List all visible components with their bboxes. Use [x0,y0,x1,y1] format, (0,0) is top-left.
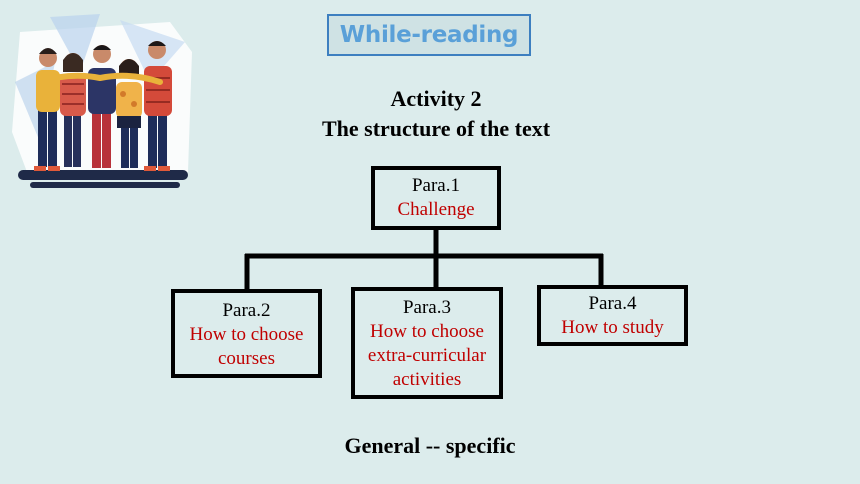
structure-summary: General -- specific [344,433,516,458]
node-para-3-topic-line: extra-curricular [367,345,487,366]
node-para-4-topic: How to study [561,316,664,338]
person-4 [116,59,142,168]
node-para-1-topic: Challenge [397,199,475,220]
node-para-3-label: Para.3 [402,297,451,318]
friends-group-illustration [12,14,192,188]
node-para-4-label: Para.4 [588,292,637,314]
node-para-3-topic-line: activities [392,369,462,390]
node-para-1-label: Para.1 [411,175,460,196]
person-2 [60,53,86,167]
activity-subtitle: The structure of the text [321,116,551,141]
node-para-2: Para.2 How to choose courses [171,289,322,378]
node-para-3-topic-line: How to choose [370,321,484,342]
node-para-4: Para.4 How to study [537,285,688,346]
node-para-2-label: Para.2 [222,300,271,321]
activity-title: Activity 2 [390,86,482,111]
node-para-2-topic-line: How to choose [189,324,304,345]
node-para-2-topic-line: courses [218,348,275,369]
node-para-1: Para.1 Challenge [371,166,501,230]
section-tag: While-reading [327,14,531,56]
platform [18,170,188,188]
linked-arms [37,72,163,85]
node-para-3: Para.3 How to choose extra-curricular ac… [351,287,503,399]
